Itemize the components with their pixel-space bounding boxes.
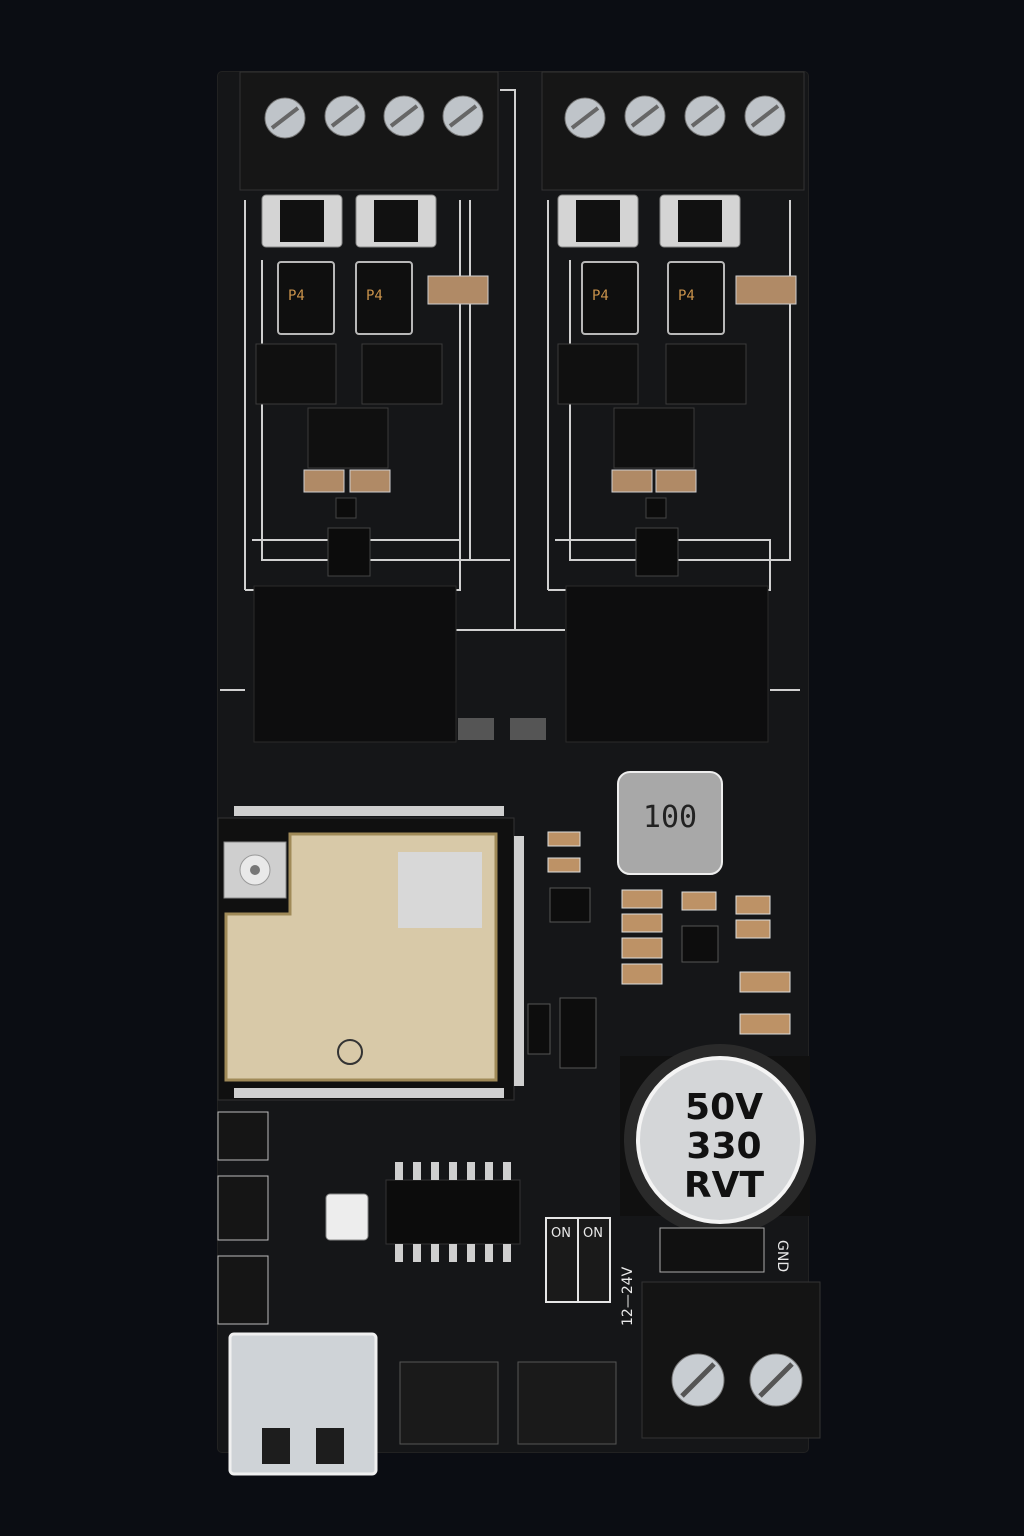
- capacitor-marking: 50V 330 RVT: [672, 1088, 776, 1205]
- usb-c-connector: [228, 1332, 378, 1476]
- relays: [253, 585, 769, 743]
- diode-marking-2: P4: [366, 288, 383, 304]
- resistor-arrays: [458, 718, 546, 740]
- mosfets: [255, 343, 747, 469]
- smd-fuses: [261, 194, 741, 248]
- small-ics: [327, 497, 679, 577]
- capacitor-voltage: 50V: [685, 1087, 763, 1128]
- diode-marking-3: P4: [592, 288, 609, 304]
- crystal: [325, 1193, 369, 1241]
- capacitor-value: 330: [686, 1126, 762, 1167]
- power-terminal: [641, 1281, 821, 1439]
- capacitor-series: RVT: [683, 1165, 765, 1206]
- antenna-connector: [223, 841, 287, 899]
- screw-terminal-right: [541, 71, 805, 191]
- diode-marking-1: P4: [288, 288, 305, 304]
- ground-label: GND: [774, 1240, 790, 1273]
- dip-switch-on-right: ON: [583, 1226, 603, 1241]
- dip-switch: [545, 1217, 611, 1303]
- module-pads: [234, 806, 524, 1098]
- screw-terminal-left: [239, 71, 499, 191]
- power-diode: [659, 1227, 765, 1273]
- small-capacitors: [303, 275, 797, 493]
- dip-switch-on-left: ON: [551, 1226, 571, 1241]
- electrolytic-capacitor: [620, 1044, 816, 1236]
- header-connectors: [399, 1361, 617, 1445]
- smd-diodes: [277, 261, 725, 335]
- inductor: [617, 771, 723, 875]
- diode-marking-4: P4: [678, 288, 695, 304]
- power-input-label: 12—24V: [620, 1266, 636, 1326]
- soic-chip: [385, 1162, 521, 1262]
- inductor-marking: 100: [642, 800, 698, 835]
